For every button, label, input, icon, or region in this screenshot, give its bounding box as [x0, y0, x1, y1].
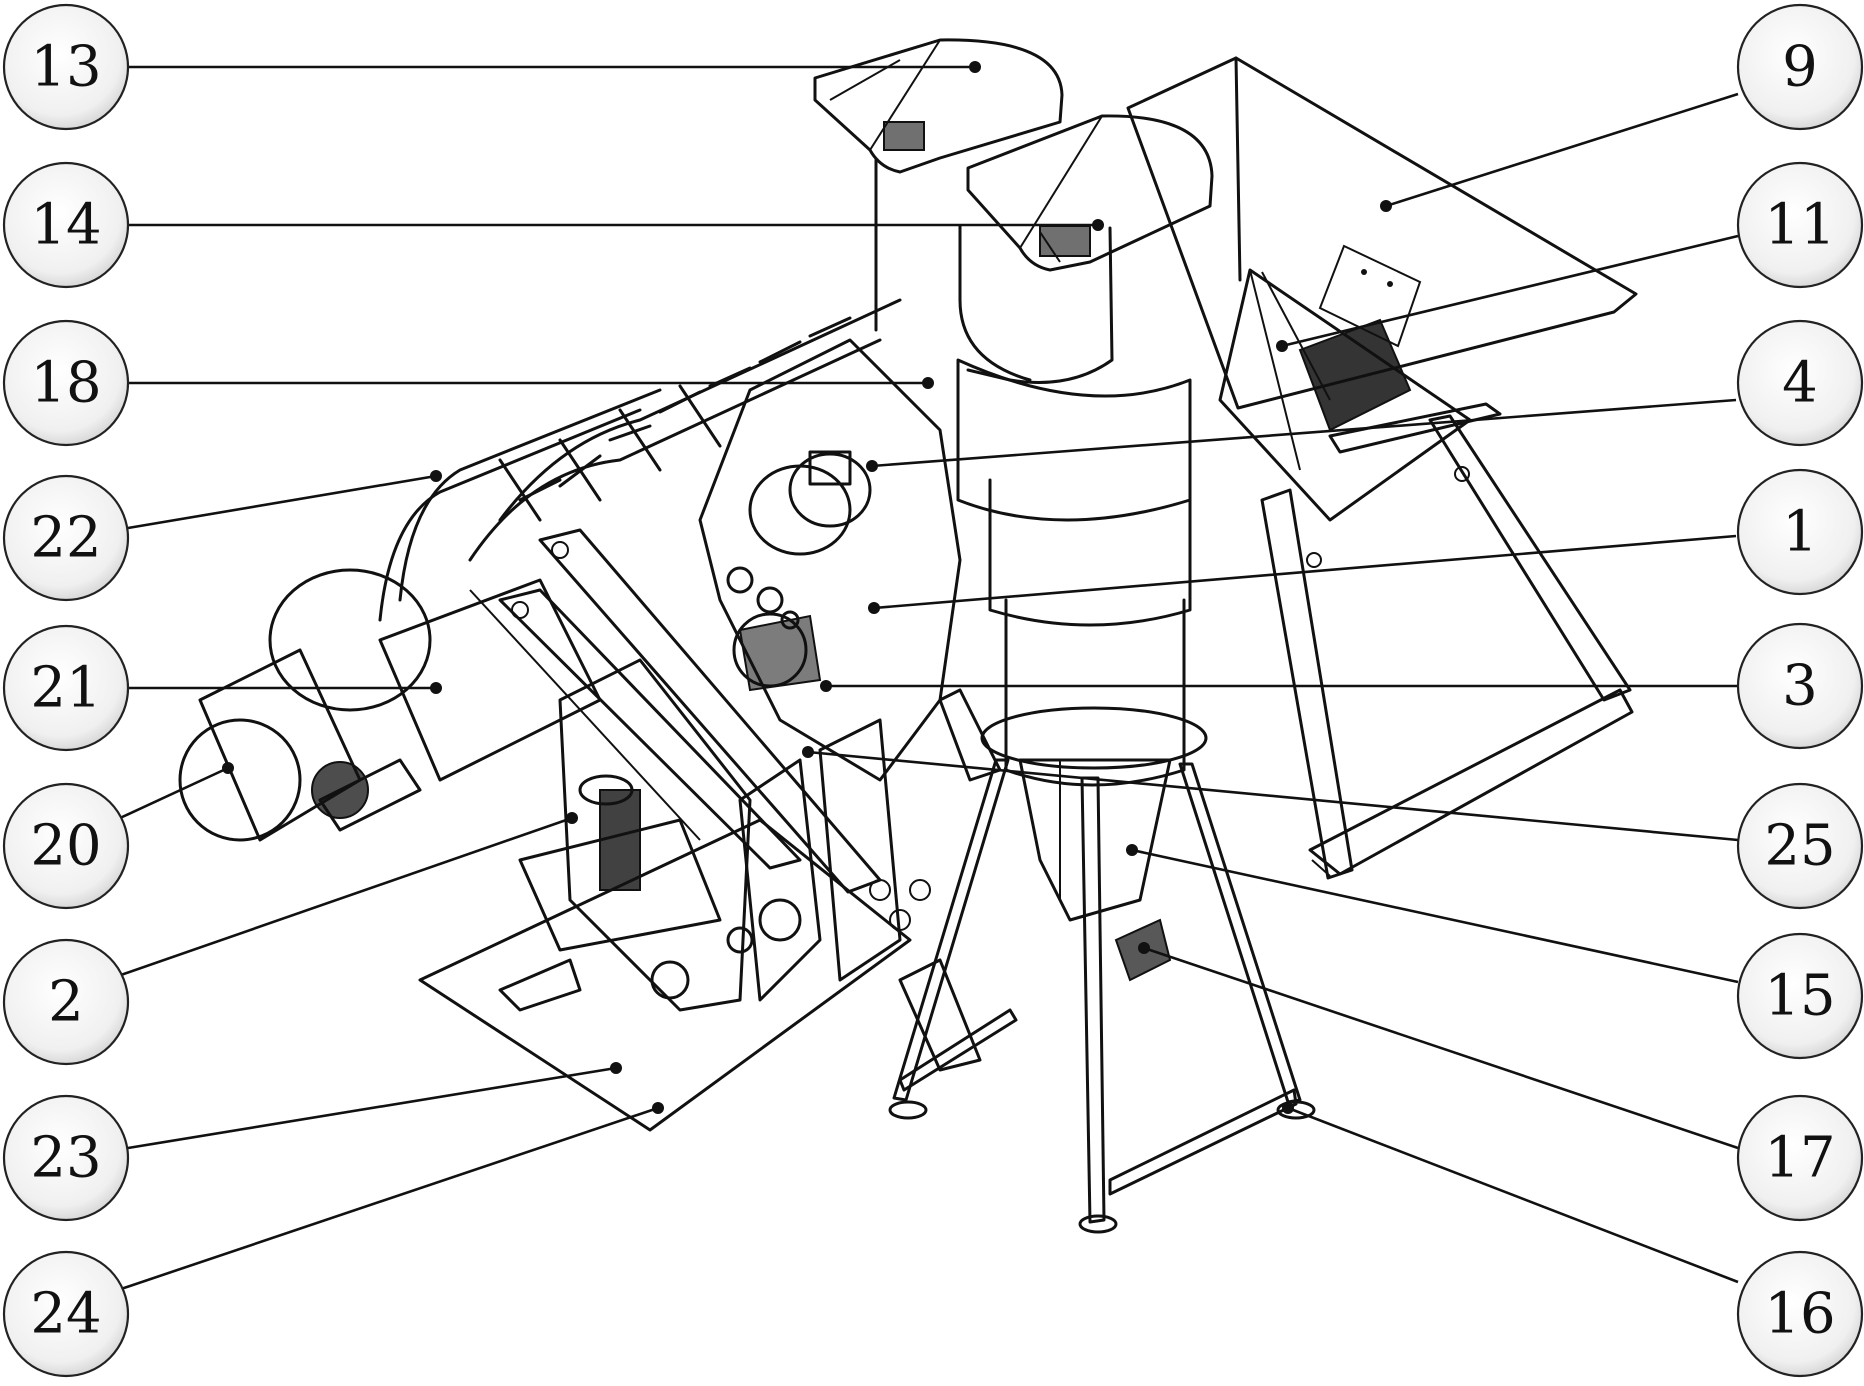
callout-label: 11: [1764, 193, 1835, 258]
callout-13: 13: [2, 3, 130, 131]
callout-14: 14: [2, 161, 130, 289]
leader-18-dot: [922, 377, 934, 389]
leader-9: [1385, 92, 1739, 208]
leader-22-dot: [430, 470, 442, 482]
leader-22: [127, 474, 437, 530]
machine-drawing: [178, 38, 1638, 1234]
callout-label: 4: [1782, 351, 1818, 416]
callout-label: 18: [30, 351, 101, 416]
callout-3: 3: [1736, 622, 1864, 750]
leader-16: [1287, 1106, 1739, 1284]
callout-label: 21: [30, 656, 101, 721]
hopper: [1126, 56, 1638, 522]
leader-9-dot: [1380, 200, 1392, 212]
callout-label: 13: [30, 35, 101, 100]
main-housing: [698, 338, 962, 782]
leader-1: [873, 534, 1737, 610]
leader-2-dot: [566, 812, 578, 824]
callout-9: 9: [1736, 3, 1864, 131]
leader-3-dot: [820, 680, 832, 692]
leader-25-dot: [802, 746, 814, 758]
leader-11: [1281, 234, 1739, 348]
flex-hoses: [378, 298, 902, 622]
callout-23: 23: [2, 1094, 130, 1222]
callout-16: 16: [1736, 1250, 1864, 1378]
callout-1: 1: [1736, 468, 1864, 596]
callout-label: 9: [1782, 35, 1818, 100]
callout-label: 1: [1782, 500, 1818, 565]
leader-17: [1143, 946, 1739, 1150]
callout-25: 25: [1736, 782, 1864, 910]
callout-label: 15: [1764, 964, 1835, 1029]
long-frame: [469, 528, 882, 894]
callout-label: 2: [48, 970, 84, 1035]
callout-label: 16: [1764, 1282, 1835, 1347]
leader-lines: [117, 61, 1739, 1292]
leader-15: [1131, 848, 1739, 984]
leader-14-dot: [1092, 219, 1104, 231]
callout-4: 4: [1736, 319, 1864, 447]
leader-16-dot: [1282, 1102, 1294, 1114]
leader-2: [117, 816, 573, 978]
right-support-frame: [1260, 414, 1634, 880]
leader-23: [127, 1066, 617, 1150]
leader-20-dot: [222, 762, 234, 774]
leader-15-dot: [1126, 844, 1138, 856]
callout-21: 21: [2, 624, 130, 752]
callout-label: 3: [1782, 654, 1818, 719]
callout-label: 25: [1764, 814, 1835, 879]
callout-15: 15: [1736, 932, 1864, 1060]
leader-4: [871, 398, 1737, 468]
callout-label: 24: [30, 1282, 101, 1347]
callout-17: 17: [1736, 1094, 1864, 1222]
leader-21-dot: [430, 682, 442, 694]
callout-label: 20: [30, 814, 101, 879]
callout-label: 17: [1764, 1126, 1835, 1191]
drive-assembly: [418, 658, 931, 1132]
callout-11: 11: [1736, 161, 1864, 289]
callout-20: 20: [2, 782, 130, 910]
leader-17-dot: [1138, 942, 1150, 954]
callout-bubbles: 13 14 18 22 21 20 2 23: [2, 3, 1864, 1378]
leader-25: [807, 750, 1739, 842]
leader-23-dot: [610, 1062, 622, 1074]
leader-20: [119, 766, 229, 820]
leader-11-dot: [1276, 340, 1288, 352]
leader-24: [117, 1106, 659, 1292]
leader-1-dot: [868, 602, 880, 614]
leader-13-dot: [969, 61, 981, 73]
leader-24-dot: [652, 1102, 664, 1114]
callout-label: 22: [30, 506, 101, 571]
callout-18: 18: [2, 319, 130, 447]
callout-2: 2: [2, 938, 130, 1066]
leader-4-dot: [866, 460, 878, 472]
blower-unit: [178, 568, 602, 842]
cyclone-body: [874, 158, 1208, 922]
callout-22: 22: [2, 474, 130, 602]
callout-24: 24: [2, 1250, 130, 1378]
callout-label: 14: [30, 193, 101, 258]
callout-label: 23: [30, 1126, 101, 1191]
